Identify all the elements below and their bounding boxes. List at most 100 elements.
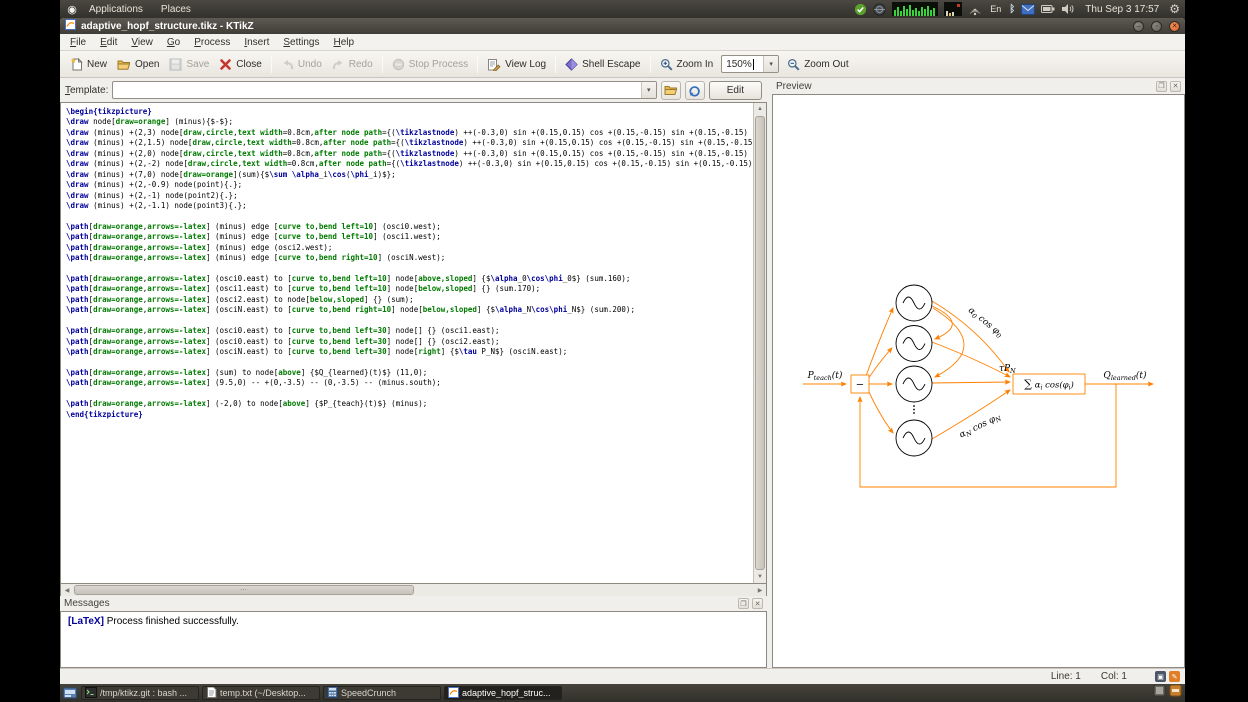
distro-logo-icon[interactable]: ◉ bbox=[65, 2, 79, 16]
shell-escape-icon bbox=[565, 58, 578, 71]
template-combo-arrow-icon[interactable]: ▾ bbox=[641, 82, 656, 98]
zoom-combo-arrow-icon[interactable]: ▾ bbox=[763, 56, 778, 72]
code-line: \end{tikzpicture} bbox=[66, 410, 753, 420]
places-menu[interactable]: Places bbox=[153, 3, 199, 16]
menu-go[interactable]: Go bbox=[160, 36, 187, 49]
template-edit-button[interactable]: Edit bbox=[709, 81, 762, 100]
vertical-scroll-thumb[interactable] bbox=[755, 116, 765, 570]
toolbar-button-shell-escape[interactable]: Shell Escape bbox=[560, 55, 645, 74]
code-line: \path[draw=orange,arrows=-latex] (minus)… bbox=[66, 222, 753, 232]
toolbar-button-view-log[interactable]: View Log bbox=[482, 55, 551, 74]
ktikz-window: adaptive_hopf_structure.tikz - KTikZ – ▫… bbox=[60, 18, 1185, 684]
toolbar-button-label: New bbox=[87, 59, 107, 70]
toolbar-button-close[interactable]: Close bbox=[214, 55, 267, 74]
ktikz-icon bbox=[448, 687, 459, 700]
taskbar-window-temp-txt-desktop[interactable]: temp.txt (~/Desktop... bbox=[202, 686, 320, 700]
keyboard-language-indicator[interactable]: En bbox=[988, 4, 1003, 14]
statusbar-indicator-icon-1[interactable]: ▣ bbox=[1155, 671, 1166, 682]
taskbar-window-speedcrunch[interactable]: SpeedCrunch bbox=[323, 686, 441, 700]
toolbar-button-undo[interactable]: Undo bbox=[276, 55, 327, 74]
messages-float-icon[interactable]: ❐ bbox=[738, 598, 749, 609]
tau-pn-label: τPN bbox=[999, 364, 1016, 375]
minus-to-osci0-arrow bbox=[866, 308, 893, 376]
code-line: \path[draw=orange,arrows=-latex] (-2,0) … bbox=[66, 399, 753, 409]
cpu-load-graph-icon[interactable] bbox=[892, 2, 938, 16]
menu-help[interactable]: Help bbox=[327, 36, 362, 49]
scroll-up-icon[interactable]: ▲ bbox=[754, 103, 766, 115]
menu-file[interactable]: File bbox=[63, 36, 93, 49]
preview-panel: Preview ❐ ✕ bbox=[772, 78, 1185, 668]
template-reload-button[interactable] bbox=[685, 81, 705, 100]
code-line bbox=[66, 316, 753, 326]
taskbar-window-label: SpeedCrunch bbox=[341, 688, 396, 698]
preview-float-icon[interactable]: ❐ bbox=[1156, 81, 1167, 92]
scroll-left-icon[interactable]: ◀ bbox=[61, 584, 73, 596]
maximize-button[interactable]: ▫ bbox=[1151, 21, 1162, 32]
taskbar-window-adaptive-hopf-struc[interactable]: adaptive_hopf_struc... bbox=[444, 686, 562, 700]
horizontal-scroll-thumb[interactable]: ⋯ bbox=[74, 585, 414, 595]
menu-settings[interactable]: Settings bbox=[276, 36, 326, 49]
statusbar-indicator-icon-2[interactable]: ✎ bbox=[1169, 671, 1180, 682]
applications-menu[interactable]: Applications bbox=[81, 3, 151, 16]
minimize-button[interactable]: – bbox=[1133, 21, 1144, 32]
ellipsis-dot bbox=[913, 409, 915, 411]
update-check-icon[interactable] bbox=[854, 2, 867, 16]
network-graph-icon[interactable] bbox=[944, 2, 962, 16]
toolbar-button-redo[interactable]: Redo bbox=[327, 55, 378, 74]
code-editor[interactable]: \begin{tikzpicture}\draw node[draw=orang… bbox=[60, 102, 767, 584]
taskbar-tray-icon-1[interactable] bbox=[1153, 684, 1166, 702]
bluetooth-icon[interactable]: ᛒ bbox=[1009, 2, 1015, 16]
close-window-button[interactable]: ✕ bbox=[1169, 21, 1180, 32]
toolbar-button-save[interactable]: Save bbox=[164, 55, 214, 74]
globe-applet-icon[interactable] bbox=[873, 2, 886, 16]
osci0-to-osci2-loop bbox=[933, 308, 964, 377]
menu-edit[interactable]: Edit bbox=[93, 36, 124, 49]
new-icon bbox=[70, 57, 83, 71]
template-bar: Template: ▾ Edit bbox=[60, 78, 767, 102]
toolbar-button-zoom-in[interactable]: Zoom In bbox=[655, 55, 719, 74]
menu-view[interactable]: View bbox=[124, 36, 160, 49]
top-panel: ◉ Applications Places En ᛒ Thu Sep 3 17:… bbox=[60, 0, 1185, 18]
code-line: \draw (minus) +(2,-1) node(point2){.}; bbox=[66, 191, 753, 201]
main-area: Template: ▾ Edit \begin{tikzpicture}\dra… bbox=[60, 78, 1185, 668]
session-gear-icon[interactable]: ⚙ bbox=[1169, 3, 1180, 15]
taskbar-tray-icon-2[interactable] bbox=[1169, 684, 1182, 702]
osci0-to-osci1-loop bbox=[932, 306, 952, 339]
mail-icon[interactable] bbox=[1021, 2, 1035, 16]
messages-close-icon[interactable]: ✕ bbox=[752, 598, 763, 609]
toolbar-button-zoom-out[interactable]: Zoom Out bbox=[782, 55, 853, 74]
code-line: \draw (minus) +(2,3) node[draw,circle,te… bbox=[66, 128, 753, 138]
show-desktop-icon[interactable] bbox=[63, 687, 77, 699]
taskbar-window-tmp-ktikz-git-bash[interactable]: /tmp/ktikz.git : bash ... bbox=[81, 686, 199, 700]
code-line: \path[draw=orange,arrows=-latex] (osci0.… bbox=[66, 337, 753, 347]
template-open-button[interactable] bbox=[661, 81, 681, 100]
minus-to-osciN-arrow bbox=[868, 390, 893, 433]
editor-horizontal-scrollbar[interactable]: ◀ ⋯ ▶ bbox=[60, 584, 767, 596]
volume-icon[interactable] bbox=[1061, 2, 1075, 16]
title-bar[interactable]: adaptive_hopf_structure.tikz - KTikZ – ▫… bbox=[60, 18, 1185, 34]
menu-process[interactable]: Process bbox=[187, 36, 237, 49]
toolbar-button-new[interactable]: New bbox=[65, 54, 112, 74]
minus-to-osci1-arrow bbox=[868, 348, 892, 379]
sum-formula-label: ∑ αi cos(φi) bbox=[1024, 378, 1074, 392]
scroll-right-icon[interactable]: ▶ bbox=[754, 584, 766, 596]
toolbar-button-label: View Log bbox=[505, 59, 546, 70]
col-indicator: Col: 1 bbox=[1101, 671, 1127, 682]
code-area[interactable]: \begin{tikzpicture}\draw node[draw=orang… bbox=[61, 105, 753, 583]
template-combo[interactable]: ▾ bbox=[112, 81, 656, 99]
clock[interactable]: Thu Sep 3 17:57 bbox=[1081, 4, 1163, 15]
toolbar-button-open[interactable]: Open bbox=[112, 55, 164, 74]
editor-vertical-scrollbar[interactable]: ▲ ▼ bbox=[753, 103, 766, 583]
code-line: \path[draw=orange,arrows=-latex] (osci0.… bbox=[66, 326, 753, 336]
wifi-signal-icon[interactable] bbox=[968, 2, 982, 16]
zoom-level-combo[interactable]: 150%▾ bbox=[721, 55, 779, 73]
battery-icon[interactable] bbox=[1041, 2, 1055, 16]
code-line: \path[draw=orange,arrows=-latex] (osciN.… bbox=[66, 305, 753, 315]
code-line: \path[draw=orange,arrows=-latex] (9.5,0)… bbox=[66, 378, 753, 388]
toolbar-button-stop-process[interactable]: Stop Process bbox=[387, 55, 473, 74]
messages-header: Messages ❐ ✕ bbox=[60, 596, 767, 611]
preview-close-icon[interactable]: ✕ bbox=[1170, 81, 1181, 92]
menu-insert[interactable]: Insert bbox=[237, 36, 276, 49]
scroll-down-icon[interactable]: ▼ bbox=[754, 571, 766, 583]
